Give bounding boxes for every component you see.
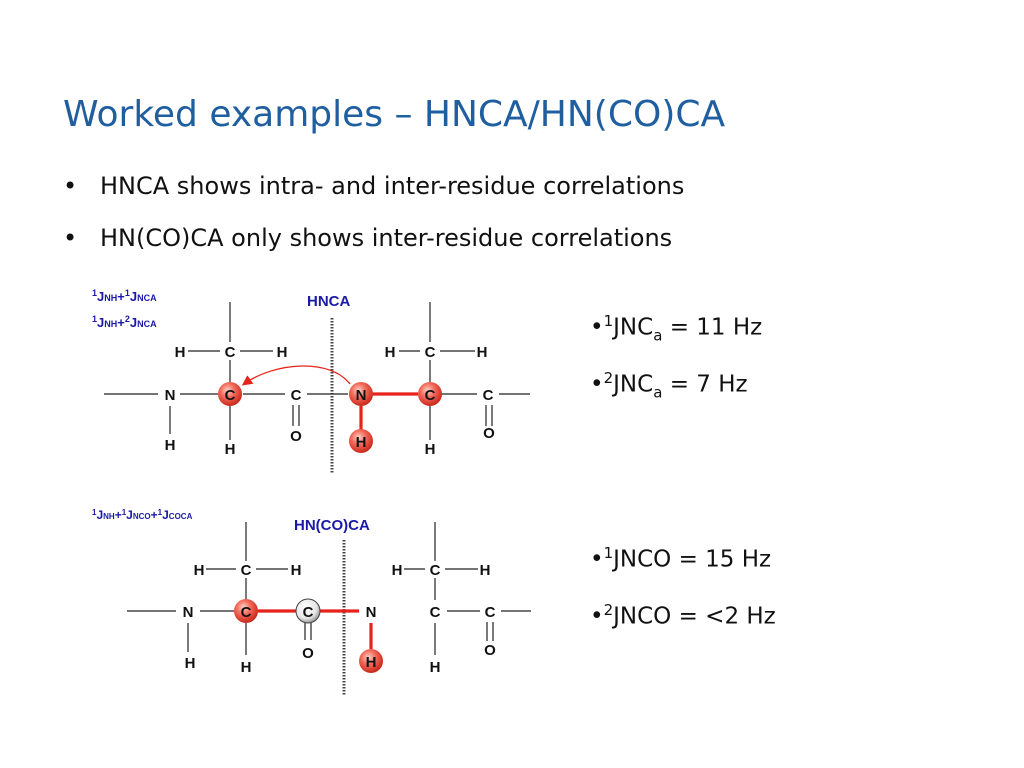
- svg-text:H: H: [165, 437, 176, 454]
- amide-proton-atom: [359, 649, 383, 673]
- hnca-diagram: 1JNH+1JNCA 1JNH+2JNCA HNCA: [92, 288, 530, 474]
- svg-text:H: H: [385, 344, 396, 361]
- svg-text:N: N: [165, 387, 176, 404]
- svg-text:H: H: [366, 654, 377, 671]
- coupling-value: •2JNCa = 7 Hz: [590, 369, 748, 402]
- svg-text:C: C: [430, 604, 441, 621]
- alpha-carbon-atom: [218, 382, 242, 406]
- hnca-atom-labels: N C C N C C H C H H C H H H O H H O: [165, 344, 496, 458]
- svg-text:N: N: [183, 604, 194, 621]
- svg-text:H: H: [430, 659, 441, 676]
- svg-text:H: H: [356, 434, 367, 451]
- hncoca-highlight-bonds: [258, 609, 373, 649]
- hncoca-coupling-values: •1JNCO = 15 Hz •2JNCO = <2 Hz: [590, 544, 776, 658]
- svg-text:H: H: [277, 344, 288, 361]
- coupling-value: •2JNCO = <2 Hz: [590, 601, 776, 630]
- carbonyl-carbon-atom: [295, 598, 321, 624]
- svg-text:N: N: [366, 604, 377, 621]
- hnca-experiment-label: HNCA: [307, 293, 350, 310]
- svg-text:H: H: [185, 655, 196, 672]
- alpha-carbon-atom: [418, 382, 442, 406]
- hncoca-atom-labels: N C C N C C H C H H C H H H O H H O: [183, 562, 497, 676]
- svg-text:O: O: [483, 425, 495, 442]
- svg-text:C: C: [225, 344, 236, 361]
- svg-text:H: H: [291, 562, 302, 579]
- svg-text:C: C: [430, 562, 441, 579]
- hnca-coupling-label-1: 1JNH+1JNCA: [92, 288, 157, 304]
- hnca-coupling-values: •1JNCa = 11 Hz •2JNCa = 7 Hz: [590, 312, 762, 426]
- svg-text:N: N: [356, 387, 367, 404]
- svg-text:C: C: [225, 387, 236, 404]
- svg-text:C: C: [241, 562, 252, 579]
- coupling-value: •1JNCa = 11 Hz: [590, 312, 763, 345]
- slide-title: Worked examples – HNCA/HN(CO)CA: [63, 94, 726, 135]
- amide-proton-atom: [349, 429, 373, 453]
- svg-text:H: H: [425, 441, 436, 458]
- hncoca-bonds: [127, 522, 531, 655]
- svg-text:O: O: [484, 642, 496, 659]
- hnca-highlight-bonds: [359, 392, 418, 430]
- hncoca-diagram: 1JNH+1JNCO+1JCOCA HN(CO)CA: [92, 508, 531, 695]
- svg-text:C: C: [483, 387, 494, 404]
- hnca-bonds: [104, 302, 530, 440]
- hnca-transfer-arrow: [241, 365, 351, 386]
- svg-text:H: H: [175, 344, 186, 361]
- svg-text:C: C: [303, 604, 314, 621]
- svg-text:H: H: [194, 562, 205, 579]
- svg-text:H: H: [225, 441, 236, 458]
- hncoca-coupling-label: 1JNH+1JNCO+1JCOCA: [92, 508, 193, 523]
- amide-nitrogen-atom: [349, 382, 373, 406]
- svg-text:C: C: [425, 344, 436, 361]
- bullet-list: •HNCA shows intra- and inter-residue cor…: [63, 172, 684, 276]
- svg-text:C: C: [291, 387, 302, 404]
- bullet-item: •HN(CO)CA only shows inter-residue corre…: [63, 224, 673, 252]
- alpha-carbon-atom: [234, 599, 258, 623]
- svg-text:C: C: [241, 604, 252, 621]
- svg-text:O: O: [302, 645, 314, 662]
- svg-text:C: C: [425, 387, 436, 404]
- svg-text:H: H: [477, 344, 488, 361]
- svg-text:H: H: [480, 562, 491, 579]
- svg-text:O: O: [290, 428, 302, 445]
- coupling-value: •1JNCO = 15 Hz: [590, 544, 772, 573]
- hncoca-experiment-label: HN(CO)CA: [294, 517, 370, 534]
- bullet-item: •HNCA shows intra- and inter-residue cor…: [63, 172, 685, 200]
- svg-text:H: H: [241, 659, 252, 676]
- hnca-coupling-label-2: 1JNH+2JNCA: [92, 314, 157, 330]
- svg-text:C: C: [485, 604, 496, 621]
- svg-text:H: H: [392, 562, 403, 579]
